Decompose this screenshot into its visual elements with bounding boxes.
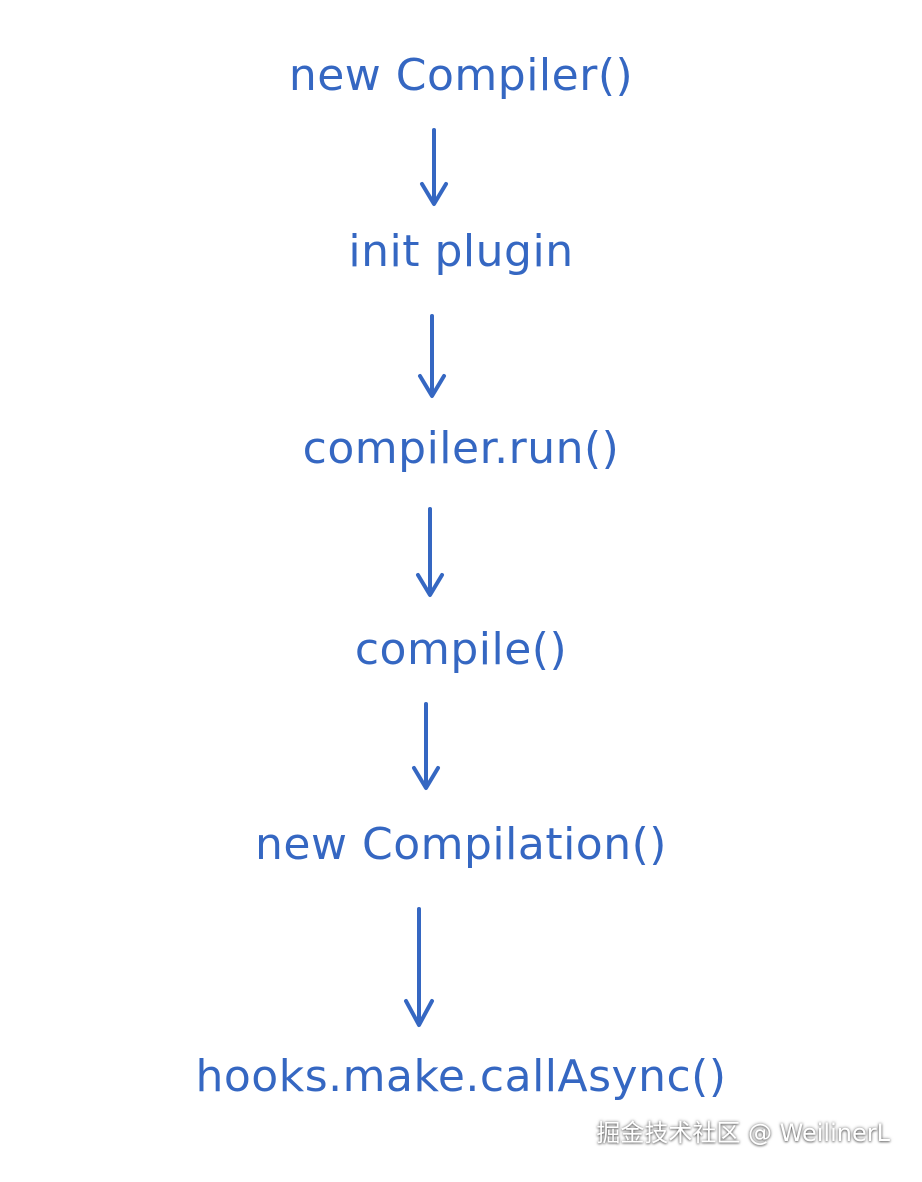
down-arrow-icon (418, 314, 446, 398)
watermark: 掘金技术社区 @ WeilinerL (596, 1119, 890, 1147)
step-new-compilation: new Compilation() (255, 819, 667, 870)
down-arrow-icon (412, 702, 440, 790)
step-new-compiler: new Compiler() (288, 50, 634, 101)
step-hooks-make-callasync: hooks.make.callAsync() (195, 1051, 727, 1102)
down-arrow-icon (404, 907, 434, 1027)
step-init-plugin: init plugin (348, 226, 574, 277)
down-arrow-icon (420, 128, 448, 206)
down-arrow-icon (416, 507, 444, 597)
step-compile: compile() (354, 624, 568, 675)
step-compiler-run: compiler.run() (302, 423, 620, 474)
